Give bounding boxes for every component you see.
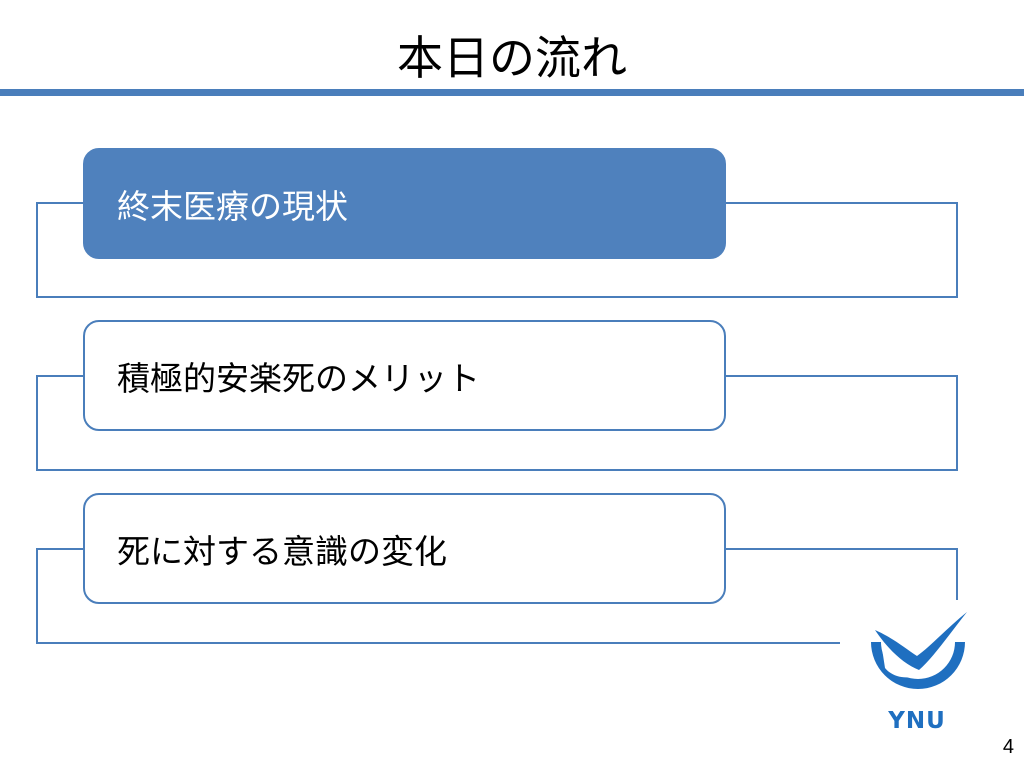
logo-text: YNU bbox=[888, 708, 946, 734]
ynu-logo-icon bbox=[871, 612, 967, 689]
page-number: 4 bbox=[1002, 736, 1014, 758]
agenda-item-1-label: 終末医療の現状 bbox=[117, 186, 348, 226]
agenda-item-3: 死に対する意識の変化 bbox=[83, 493, 726, 604]
agenda-item-3-label: 死に対する意識の変化 bbox=[117, 531, 447, 571]
agenda-item-2: 積極的安楽死のメリット bbox=[83, 320, 726, 431]
slide-title: 本日の流れ bbox=[397, 31, 627, 85]
agenda-item-1: 終末医療の現状 bbox=[83, 148, 726, 259]
agenda-item-2-label: 積極的安楽死のメリット bbox=[117, 358, 480, 398]
ynu-logo: YNU bbox=[863, 608, 971, 740]
title-divider bbox=[0, 89, 1024, 96]
